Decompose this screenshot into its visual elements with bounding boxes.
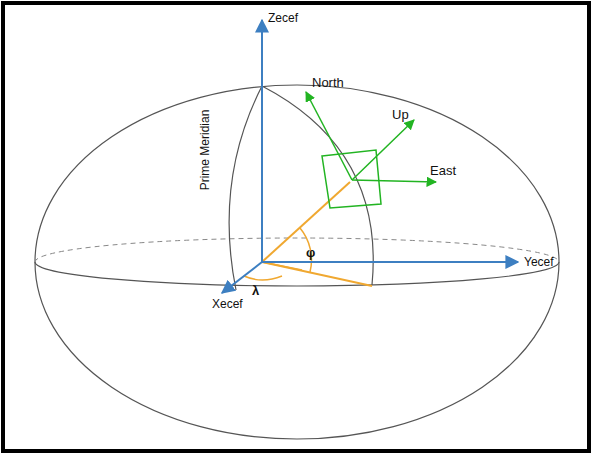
angle-line [262,262,302,270]
north-arrow [306,92,352,180]
direction-label: North [312,76,344,89]
prime-meridian [229,86,262,290]
z-axis [261,20,263,262]
equator-front [35,262,559,286]
frame-border [3,3,589,451]
axis-label: Yecef [524,256,554,268]
meridian-label: Prime Meridian [199,110,211,191]
angle-symbol: φ [306,246,315,259]
equator-back [35,238,559,262]
east-arrow [352,180,436,182]
earth-ellipsoid [35,85,559,439]
axis-label: Xecef [212,298,243,310]
longitude-arc [244,276,282,280]
angle-symbol: λ [252,284,259,297]
y-axis [262,261,518,263]
up-arrow [352,120,414,180]
local-meridian [262,86,373,285]
position-vector [262,182,350,262]
direction-label: Up [392,108,409,121]
longitude-line [262,262,372,286]
direction-label: East [430,164,456,177]
axis-label: Zecef [268,12,298,24]
